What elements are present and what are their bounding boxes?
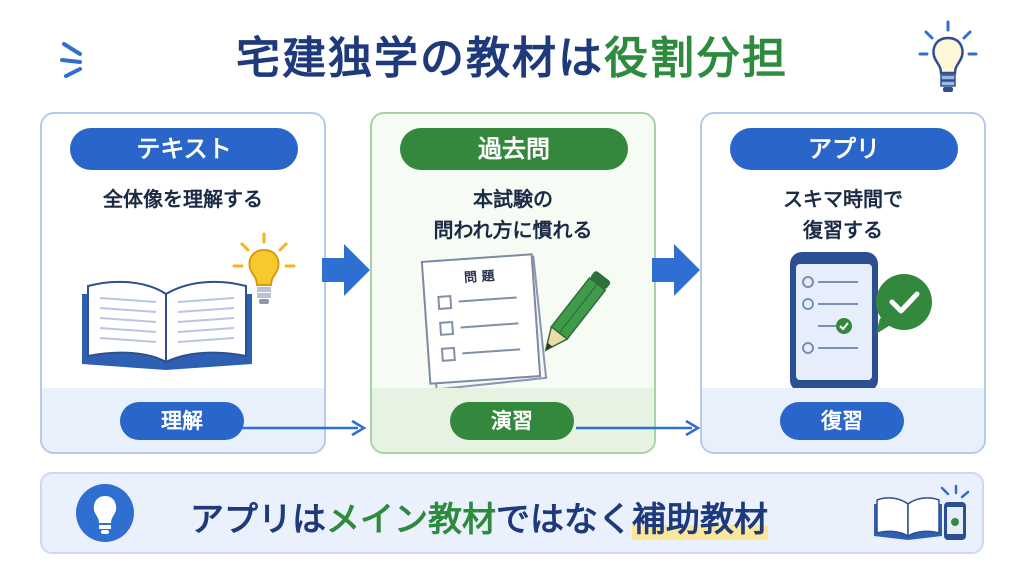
open-book-icon (82, 280, 252, 370)
pencil-icon (544, 271, 611, 352)
sparkle-icon-left (60, 42, 82, 78)
arrow-right-icon (652, 244, 700, 296)
page-title: 宅建独学の教材は役割分担 (0, 22, 1024, 86)
card-past-exams: 過去問 本試験の 問われ方に慣れる 問 題 演習 (370, 112, 656, 454)
stage-label-understand: 理解 (120, 402, 244, 440)
connector-arrow-icon (242, 419, 367, 437)
card-label-textbook: テキスト (70, 128, 298, 170)
card-textbook: テキスト 全体像を理解する 理解 (40, 112, 326, 454)
lightbulb-badge (76, 484, 134, 542)
check-bubble-icon (876, 274, 932, 334)
summary-highlight: 補助教材 (632, 500, 768, 540)
arrow-right-icon (322, 244, 370, 296)
book-and-phone-icon (874, 484, 970, 540)
stage-label-review: 復習 (780, 402, 904, 440)
title-main: 宅建独学の教材は (236, 33, 604, 84)
stage-label-practice: 演習 (450, 402, 574, 440)
summary-text: アプリはメイン教材ではなく補助教材 (190, 492, 768, 541)
summary-part2: メイン教材 (326, 500, 496, 540)
summary-banner: アプリはメイン教材ではなく補助教材 (40, 472, 984, 554)
test-paper-icon (420, 253, 548, 388)
card-desc-app: スキマ時間で 復習する (783, 187, 903, 242)
paper-label: 問 題 (463, 268, 496, 287)
title-accent: 役割分担 (604, 33, 788, 84)
lightbulb-icon (93, 496, 117, 534)
card-app: アプリ スキマ時間で 復習する 復習 (700, 112, 986, 454)
lightbulb-icon-top (918, 20, 978, 92)
connector-arrow-icon (576, 419, 701, 437)
card-label-app: アプリ (730, 128, 958, 170)
summary-part1: アプリは (190, 500, 326, 540)
smartphone-icon (790, 252, 878, 392)
card-desc-textbook: 全体像を理解する (103, 187, 263, 211)
card-desc-past-exams: 本試験の 問われ方に慣れる (433, 187, 593, 242)
summary-part3: ではなく (496, 500, 632, 540)
lightbulb-icon (232, 232, 296, 304)
card-label-past-exams: 過去問 (400, 128, 628, 170)
